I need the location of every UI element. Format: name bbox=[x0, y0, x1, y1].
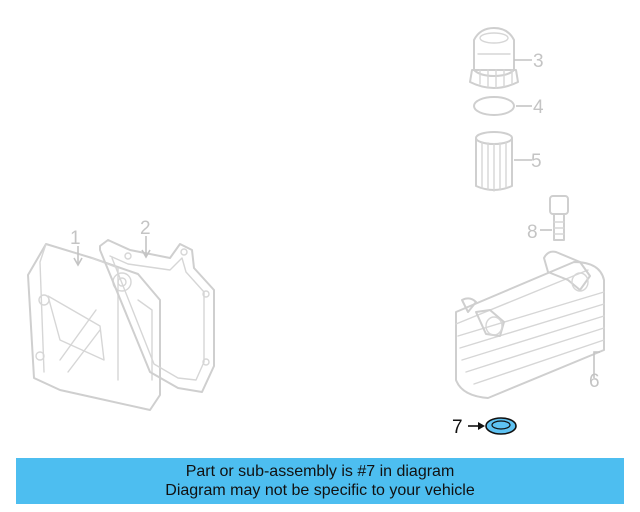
part-4-o-ring bbox=[473, 96, 515, 116]
parts-diagram: 1 2 3 4 5 6 8 7 bbox=[27, 27, 605, 438]
callout-6: 6 bbox=[589, 371, 600, 392]
callout-7: 7 bbox=[452, 417, 463, 438]
callout-8: 8 bbox=[527, 222, 538, 243]
part-7-seal-highlighted[interactable]: 7 bbox=[452, 417, 517, 438]
part-1-oil-pan bbox=[27, 243, 161, 411]
callout-4: 4 bbox=[533, 97, 544, 118]
callout-lines bbox=[73, 59, 600, 378]
banner-line-1: Part or sub-assembly is #7 in diagram bbox=[185, 463, 455, 480]
callout-5: 5 bbox=[531, 151, 542, 172]
part-5-filter-element bbox=[475, 131, 513, 192]
part-6-oil-cooler bbox=[455, 250, 605, 399]
callout-2: 2 bbox=[140, 218, 151, 239]
part-2-gasket bbox=[99, 239, 215, 393]
banner-line-2: Diagram may not be specific to your vehi… bbox=[165, 482, 475, 499]
part-8-bolt bbox=[549, 195, 569, 241]
part-3-filter-cap bbox=[469, 27, 519, 89]
info-banner: Part or sub-assembly is #7 in diagram Di… bbox=[16, 458, 624, 504]
callout-1: 1 bbox=[70, 228, 81, 249]
callout-3: 3 bbox=[533, 51, 544, 72]
